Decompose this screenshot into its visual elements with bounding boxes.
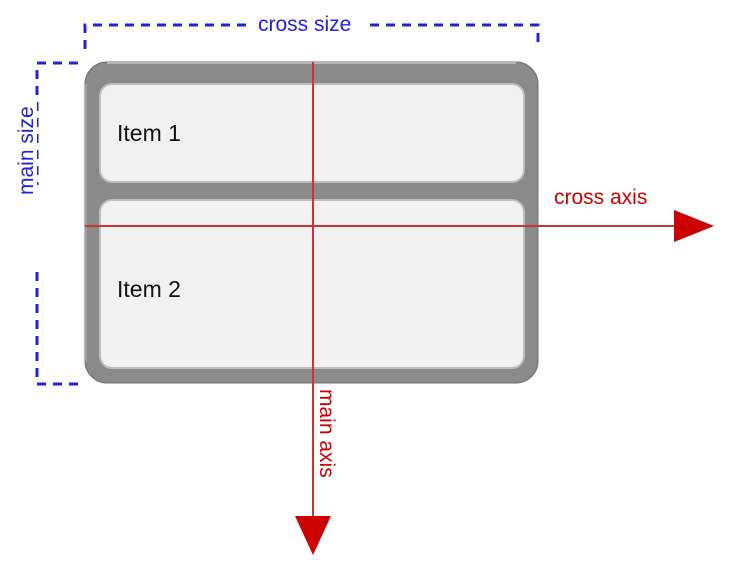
flex-item-2-label: Item 2	[117, 276, 181, 302]
main-axis-label: main axis	[315, 389, 338, 478]
main-size-bracket	[35, 61, 78, 386]
cross-size-bracket-left	[83, 23, 247, 49]
main-axis	[295, 62, 331, 555]
cross-size-bracket	[83, 23, 540, 49]
flex-item-1-label: Item 1	[117, 120, 181, 146]
main-size-label: main size	[15, 100, 38, 201]
cross-axis-label: cross axis	[554, 186, 648, 209]
cross-axis-arrowhead	[674, 210, 714, 242]
main-size-bracket-bottom	[35, 272, 78, 386]
main-axis-arrowhead	[295, 516, 331, 555]
cross-size-bracket-right	[370, 23, 540, 49]
main-size-bracket-top	[35, 61, 78, 185]
cross-size-label: cross size	[252, 14, 358, 35]
cross-axis	[85, 210, 714, 242]
